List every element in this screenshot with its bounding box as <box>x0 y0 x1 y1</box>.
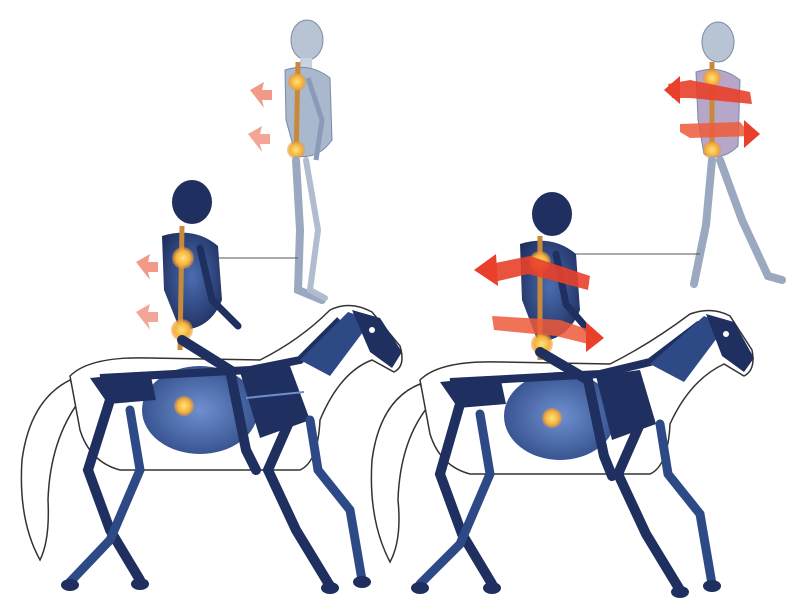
standing-right-leg-front <box>720 160 782 280</box>
horse-left-hoof <box>131 578 149 590</box>
rotation-arrowhead-icon <box>474 254 498 286</box>
horse-right-fore-leg-front <box>660 424 712 584</box>
rotation-arrowhead-icon <box>586 322 604 352</box>
horse-left-hoof <box>61 579 79 591</box>
horse-left-hoof <box>321 582 339 594</box>
horse-right-hoof <box>411 582 429 594</box>
rotation-arrowhead-icon <box>744 120 760 148</box>
horse-left-eye <box>369 327 375 333</box>
horse-left-hoof <box>353 576 371 588</box>
horse-and-rider-left <box>21 180 402 594</box>
horse-left-joint <box>174 396 194 416</box>
horse-right-hoof <box>671 586 689 598</box>
rider-left-joint-upper <box>172 247 194 269</box>
standing-right-head <box>702 22 734 62</box>
small-red-arrow-icon <box>248 126 270 152</box>
standing-left-neck <box>300 58 312 68</box>
rotation-arrow-icon <box>680 122 752 138</box>
rider-left-head <box>172 180 212 224</box>
horse-left-fore-leg-front <box>310 420 362 580</box>
standing-right-leg-back <box>694 160 712 284</box>
horse-right-hoof <box>703 580 721 592</box>
horse-left-tail <box>21 380 80 560</box>
horse-right-joint <box>542 408 562 428</box>
horse-right-eye <box>723 331 729 337</box>
small-red-arrow-icon <box>136 304 158 330</box>
standing-left-joint-upper <box>288 73 306 91</box>
rider-right-head <box>532 192 572 236</box>
standing-left-leg-back <box>306 160 325 298</box>
rotation-arrowhead-icon <box>664 76 680 104</box>
small-red-arrow-icon <box>136 254 158 280</box>
rider-left-torso <box>162 233 222 330</box>
horse-right-hoof <box>483 582 501 594</box>
small-red-arrow-icon <box>250 82 272 108</box>
standing-left-head <box>291 20 323 60</box>
horse-right-tail <box>371 384 430 562</box>
standing-figure-right <box>664 22 782 284</box>
